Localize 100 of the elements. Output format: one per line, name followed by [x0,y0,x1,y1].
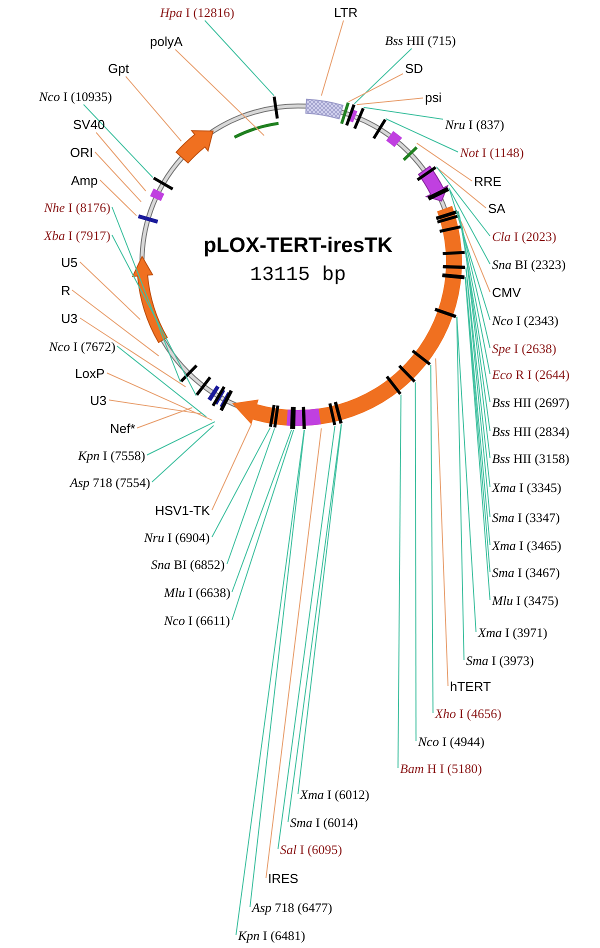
feature-label: Nef* [110,420,136,436]
feature-label: RRE [474,174,502,188]
restriction-site-label: Bss HII (3158) [492,450,570,466]
feature-label: polyA [150,34,183,48]
leader-line [108,400,202,414]
leader-line [152,425,214,482]
feature-label: HSV1-TK [155,502,210,518]
restriction-site-label: Nru I (837) [445,116,504,132]
leader-line [72,290,160,356]
leader-line [236,429,305,936]
leader-line [398,394,402,768]
leader-line [436,166,490,236]
restriction-site-label: Mlu I (3475) [492,592,558,608]
restriction-site-label: Nco I (6611) [164,612,230,628]
leader-line [232,429,294,620]
leader-line [356,98,424,106]
restriction-site-label: Sma I (3347) [492,510,560,524]
restriction-site-label: Xho I (4656) [435,706,502,720]
feature-label: psi [425,90,442,104]
restriction-site-label: Sal I (6095) [280,842,342,856]
leader-line [80,262,141,320]
leader-line [125,76,182,142]
restriction-site-label: Xma I (3345) [492,480,562,494]
restriction-site-label: Bss HII (2697) [492,394,570,410]
leader-line [116,346,207,418]
restriction-site-label: Nco I (2343) [492,312,558,328]
leader-line [354,48,412,104]
feature-label: Amp [71,172,98,188]
plasmid-name: pLOX-TERT-iresTK [204,234,393,258]
leader-line [278,425,336,850]
restriction-site-label: Nru I (6904) [144,530,210,544]
restriction-site-label: Xma I (3465) [492,538,562,552]
leader-line [136,407,193,428]
feature-label: IRES [268,870,298,886]
restriction-site-label: Xma I (6012) [300,786,370,802]
feature-label: R [61,282,70,298]
restriction-site-label: Bss HII (715) [385,32,456,48]
leader-line [448,188,490,320]
leader-line [462,226,490,432]
restriction-site-label: Sna BI (2323) [492,256,566,272]
restriction-site-label: Asp 718 (7554) [70,474,150,490]
restriction-site-label: Kpn I (6481) [238,928,306,942]
leader-line [288,424,342,822]
feature-label: SA [488,200,506,216]
leader-line [414,382,416,742]
plasmid-size-label: 13115 bp [250,265,346,287]
restriction-site-label: Nco I (10935) [39,88,112,104]
feature-label: U5 [61,254,78,270]
leader-line [298,424,342,794]
leader-line [348,73,404,102]
leader-line [250,429,305,908]
leader-line [80,318,186,388]
restriction-site-label: Not I (1148) [460,144,524,160]
restriction-site-label: Cla I (2023) [492,228,556,244]
feature-label: U3 [90,392,107,408]
leader-line [458,211,490,374]
leader-line [232,429,292,592]
restriction-site-label: Sna BI (6852) [151,556,225,572]
leader-line [112,206,181,383]
restriction-site-label: Spe I (2638) [492,340,556,356]
leader-line [266,428,322,878]
restriction-site-label: Xma I (3971) [478,624,548,640]
leader-line [416,142,472,182]
restriction-site-label: Nhe I (8176) [44,200,110,214]
feature-label: U3 [61,310,78,326]
restriction-site-label: Sma I (3973) [466,652,534,668]
leader-line [460,220,490,292]
leader-line [456,316,476,632]
feature-label: SD [405,60,424,76]
feature-label: LTR [334,4,358,20]
leader-line [106,372,213,421]
feature-label: CMV [492,284,521,300]
leader-line [320,20,344,96]
restriction-site-label: Nco I (4944) [418,734,484,748]
leader-line [448,187,490,264]
leader-line [212,423,252,510]
leader-line [174,49,265,136]
leader-line [459,215,490,402]
leader-line [212,427,271,538]
feature-label: LoxP [75,366,105,380]
leader-line [83,104,154,178]
feature-label: SV40 [73,116,105,132]
leader-line [96,132,146,192]
restriction-site-label: Sma I (6014) [290,814,358,830]
leader-line [430,364,434,714]
restriction-site-label: Hpa I (12816) [160,4,234,20]
leader-line [435,358,448,686]
restriction-site-label: Sma I (3467) [492,564,560,580]
leader-line [204,20,275,96]
feature-label: Gpt [108,60,129,76]
leader-line [456,316,464,660]
leader-line [363,106,444,120]
leader-line [112,234,197,396]
leader-line [94,152,142,202]
leader-line [436,168,486,208]
leader-line [226,428,276,564]
restriction-site-label: Eco R I (2644) [492,366,570,382]
restriction-site-label: Bss HII (2834) [492,424,570,438]
leader-line [100,180,137,216]
feature-label: ORI [70,144,94,160]
